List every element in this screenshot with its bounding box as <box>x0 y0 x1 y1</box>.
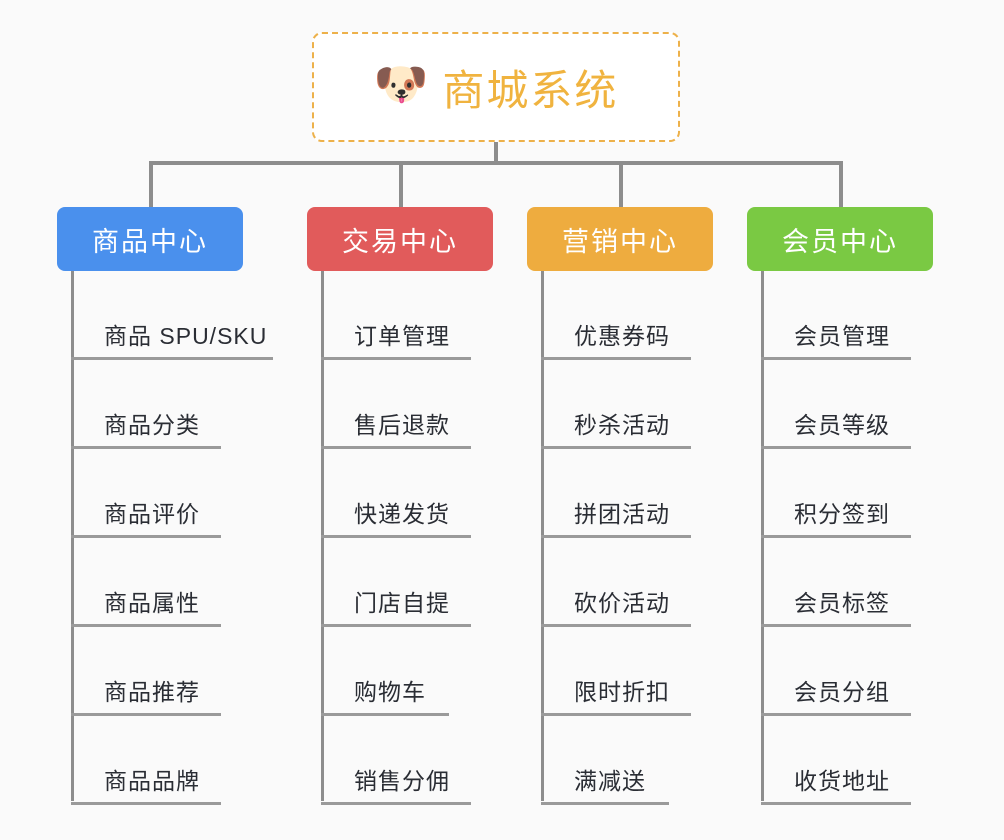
leaf-item[interactable]: 商品分类 <box>57 360 243 449</box>
leaf-item-label: 砍价活动 <box>574 590 670 616</box>
category-header-label: 商品中心 <box>92 226 208 257</box>
leaf-item-underline <box>321 624 471 627</box>
category-column-1: 商品中心商品 SPU/SKU 商品分类商品评价商品属性商品推荐商品品牌 <box>57 207 273 805</box>
leaf-item-label: 快递发货 <box>354 501 450 527</box>
leaf-item-label: 商品品牌 <box>104 768 200 794</box>
leaf-item[interactable]: 销售分佣 <box>307 716 493 805</box>
category-header-label: 营销中心 <box>562 226 678 257</box>
leaf-item[interactable]: 会员管理 <box>747 271 933 360</box>
leaf-item-label: 满减送 <box>574 768 646 794</box>
leaf-item-underline <box>541 535 691 538</box>
leaf-item-underline <box>71 535 221 538</box>
leaf-item-underline <box>321 535 471 538</box>
leaf-list-2: 订单管理售后退款快递发货门店自提购物车销售分佣 <box>307 271 493 805</box>
category-header-3[interactable]: 营销中心 <box>527 207 713 271</box>
leaf-item-underline <box>71 624 221 627</box>
leaf-item[interactable]: 会员标签 <box>747 538 933 627</box>
connector-drop-4 <box>839 161 843 207</box>
leaf-list-1: 商品 SPU/SKU 商品分类商品评价商品属性商品推荐商品品牌 <box>57 271 273 805</box>
leaf-item-underline <box>761 713 911 716</box>
leaf-item[interactable]: 会员等级 <box>747 360 933 449</box>
leaf-item[interactable]: 秒杀活动 <box>527 360 713 449</box>
category-column-2: 交易中心订单管理售后退款快递发货门店自提购物车销售分佣 <box>307 207 493 805</box>
leaf-item-label: 商品推荐 <box>104 679 200 705</box>
leaf-item-label: 商品 SPU/SKU <box>104 323 268 349</box>
leaf-list-4: 会员管理会员等级积分签到会员标签会员分组收货地址 <box>747 271 933 805</box>
leaf-item-label: 拼团活动 <box>574 501 670 527</box>
leaf-item-underline <box>71 802 221 805</box>
leaf-item-underline <box>321 446 471 449</box>
connector-root-stem <box>494 142 498 164</box>
leaf-item-label: 优惠券码 <box>574 323 670 349</box>
leaf-item[interactable]: 购物车 <box>307 627 493 716</box>
leaf-item-underline <box>761 535 911 538</box>
leaf-item-label: 会员分组 <box>794 679 890 705</box>
leaf-item-underline <box>761 624 911 627</box>
leaf-item[interactable]: 快递发货 <box>307 449 493 538</box>
leaf-item[interactable]: 商品 SPU/SKU <box>57 271 273 360</box>
leaf-item[interactable]: 商品推荐 <box>57 627 243 716</box>
leaf-item-underline <box>321 713 449 716</box>
leaf-item-underline <box>541 446 691 449</box>
leaf-item-label: 购物车 <box>354 679 426 705</box>
category-column-4: 会员中心会员管理会员等级积分签到会员标签会员分组收货地址 <box>747 207 933 805</box>
leaf-item-label: 会员标签 <box>794 590 890 616</box>
leaf-item-underline <box>71 446 221 449</box>
category-header-4[interactable]: 会员中心 <box>747 207 933 271</box>
leaf-item-label: 销售分佣 <box>354 768 450 794</box>
leaf-item[interactable]: 拼团活动 <box>527 449 713 538</box>
connector-drop-3 <box>619 161 623 207</box>
leaf-item[interactable]: 积分签到 <box>747 449 933 538</box>
leaf-item[interactable]: 商品属性 <box>57 538 243 627</box>
leaf-item-label: 商品属性 <box>104 590 200 616</box>
leaf-item[interactable]: 商品评价 <box>57 449 243 538</box>
leaf-item-underline <box>321 802 471 805</box>
leaf-item-underline <box>541 357 691 360</box>
leaf-item-underline <box>761 446 911 449</box>
leaf-item-label: 收货地址 <box>794 768 890 794</box>
leaf-item-underline <box>541 624 691 627</box>
dog-face-icon: 🐶 <box>373 60 429 109</box>
category-header-label: 交易中心 <box>342 226 458 257</box>
leaf-item[interactable]: 订单管理 <box>307 271 493 360</box>
leaf-item[interactable]: 砍价活动 <box>527 538 713 627</box>
root-node-title: 商城系统 <box>442 66 619 114</box>
leaf-item-underline <box>71 713 221 716</box>
leaf-item[interactable]: 售后退款 <box>307 360 493 449</box>
leaf-item[interactable]: 收货地址 <box>747 716 933 805</box>
leaf-item-underline <box>761 357 911 360</box>
leaf-item-label: 积分签到 <box>794 501 890 527</box>
leaf-item[interactable]: 商品品牌 <box>57 716 243 805</box>
leaf-item[interactable]: 门店自提 <box>307 538 493 627</box>
leaf-item-label: 会员等级 <box>794 412 890 438</box>
category-header-label: 会员中心 <box>782 226 898 257</box>
category-header-1[interactable]: 商品中心 <box>57 207 243 271</box>
connector-drop-1 <box>149 161 153 207</box>
leaf-item-underline <box>541 713 691 716</box>
leaf-item-underline <box>761 802 911 805</box>
leaf-item-label: 会员管理 <box>794 323 890 349</box>
leaf-item-label: 订单管理 <box>354 323 450 349</box>
connector-drop-2 <box>399 161 403 207</box>
leaf-item-label: 门店自提 <box>354 590 450 616</box>
connector-horizontal-bus <box>149 161 840 165</box>
category-header-2[interactable]: 交易中心 <box>307 207 493 271</box>
leaf-item[interactable]: 优惠券码 <box>527 271 713 360</box>
leaf-list-3: 优惠券码秒杀活动拼团活动砍价活动限时折扣满减送 <box>527 271 713 805</box>
leaf-item[interactable]: 满减送 <box>527 716 713 805</box>
leaf-item-label: 限时折扣 <box>574 679 670 705</box>
category-column-3: 营销中心优惠券码秒杀活动拼团活动砍价活动限时折扣满减送 <box>527 207 713 805</box>
root-node-shopping-mall-system[interactable]: 🐶 商城系统 <box>312 32 680 142</box>
leaf-item-label: 售后退款 <box>354 412 450 438</box>
leaf-item-label: 商品评价 <box>104 501 200 527</box>
leaf-item[interactable]: 会员分组 <box>747 627 933 716</box>
leaf-item-underline <box>541 802 669 805</box>
leaf-item-label: 商品分类 <box>104 412 200 438</box>
leaf-item-underline <box>321 357 471 360</box>
leaf-item-label: 秒杀活动 <box>574 412 670 438</box>
leaf-item-underline <box>71 357 273 360</box>
leaf-item[interactable]: 限时折扣 <box>527 627 713 716</box>
